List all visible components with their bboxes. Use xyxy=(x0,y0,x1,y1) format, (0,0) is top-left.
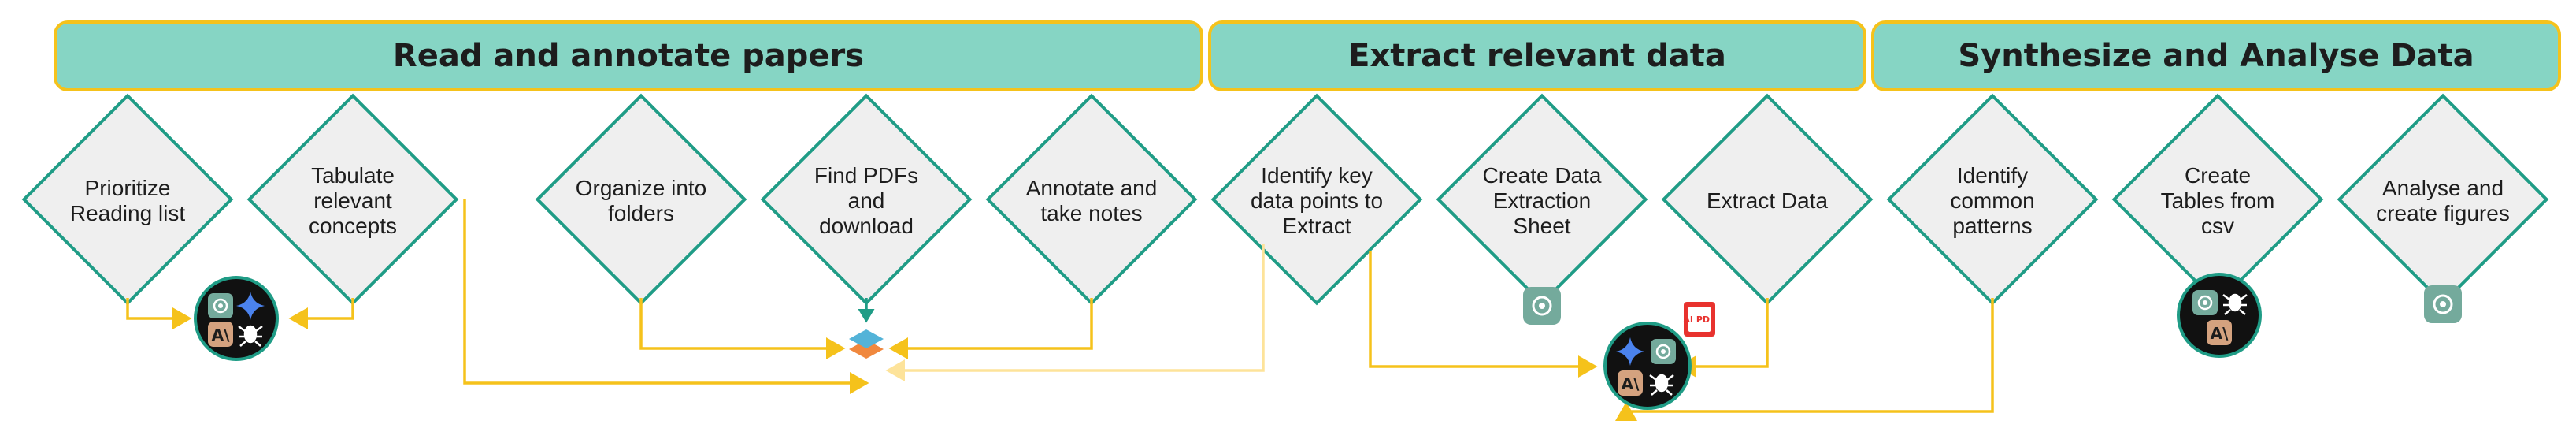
stack-layers-icon xyxy=(849,329,884,359)
phase-header-read: Read and annotate papers xyxy=(54,20,1203,91)
step-label: Find PDFs and download xyxy=(814,163,919,238)
step-label: Extract Data xyxy=(1706,188,1829,213)
chatgpt-icon xyxy=(1523,287,1561,325)
step-label: Identify common patterns xyxy=(1950,163,2035,238)
chatgpt-icon xyxy=(208,293,233,318)
bug-icon xyxy=(2222,293,2248,315)
phase-title: Extract relevant data xyxy=(1348,38,1726,74)
step-label: Analyse and create figures xyxy=(2376,176,2510,225)
svg-text:A\: A\ xyxy=(212,326,230,344)
chatgpt-icon xyxy=(2424,285,2462,323)
bug-icon xyxy=(1649,374,1674,396)
phase-title: Read and annotate papers xyxy=(392,38,865,74)
phase-title: Synthesize and Analyse Data xyxy=(1958,38,2474,74)
ai-tools-cluster: A\ xyxy=(2177,273,2262,358)
chatgpt-icon xyxy=(1651,339,1676,364)
svg-text:A\: A\ xyxy=(2211,324,2229,343)
anthropic-icon: A\ xyxy=(208,322,233,347)
connector-line xyxy=(1677,298,1769,378)
connector-line xyxy=(463,199,869,394)
bug-icon xyxy=(238,325,263,347)
ai-pdf-icon: AI PDF xyxy=(1683,302,1716,337)
svg-text:AI PDF: AI PDF xyxy=(1683,314,1715,325)
phase-header-extract: Extract relevant data xyxy=(1208,20,1866,91)
step-label: Create Tables from csv xyxy=(2160,163,2275,238)
step-label: Create Data Extraction Sheet xyxy=(1482,163,1602,238)
connector-line xyxy=(1615,298,1994,421)
step-label: Identify key data points to Extract xyxy=(1250,163,1384,238)
step-label: Tabulate relevant concepts xyxy=(308,163,398,238)
phase-header-synthesize: Synthesize and Analyse Data xyxy=(1871,20,2561,91)
connector-line xyxy=(1369,251,1598,378)
gemini-sparkle-icon xyxy=(1616,337,1644,366)
connector-line xyxy=(288,298,354,329)
connector-line xyxy=(885,244,1265,381)
anthropic-icon: A\ xyxy=(2207,320,2232,345)
anthropic-icon: A\ xyxy=(1618,370,1643,396)
ai-tools-cluster: A\ xyxy=(1603,322,1692,410)
svg-text:A\: A\ xyxy=(1622,374,1640,393)
step-label: Prioritize Reading list xyxy=(69,176,186,225)
step-label: Annotate and take notes xyxy=(1025,176,1158,225)
step-label: Organize into folders xyxy=(575,176,707,225)
chatgpt-icon xyxy=(2192,290,2218,315)
connector-line xyxy=(888,298,1093,359)
connector-line xyxy=(639,298,846,359)
gemini-sparkle-icon xyxy=(236,292,265,320)
connector-line xyxy=(126,298,192,329)
ai-tools-cluster: A\ xyxy=(194,276,279,361)
